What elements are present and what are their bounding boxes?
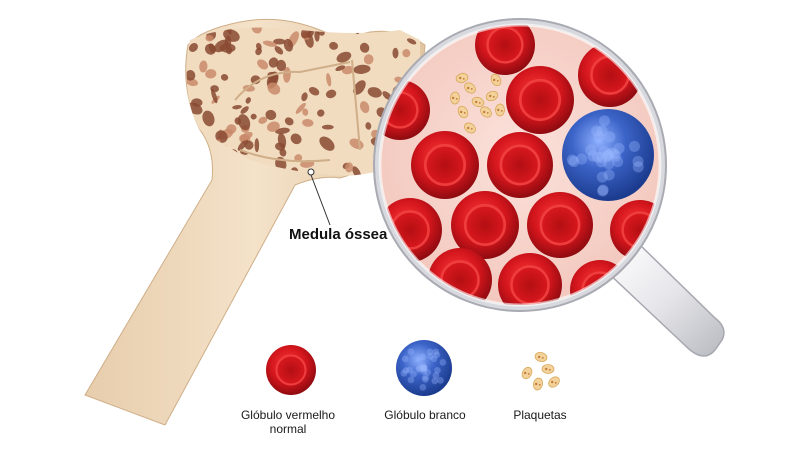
lens-platelet <box>495 103 505 117</box>
legend-platelet-shape <box>532 377 544 391</box>
magnifier-handle <box>603 244 725 357</box>
lens-red-blood-cell <box>411 131 479 199</box>
lens-red-blood-cell <box>451 191 519 259</box>
lens-platelet <box>457 105 469 119</box>
lens-red-blood-cell <box>506 66 574 134</box>
lens-red-blood-cell <box>475 25 535 75</box>
legend-red-line1: Glóbulo vermelho <box>240 408 336 422</box>
legend-red-blood-cell-shape <box>266 345 316 395</box>
lens-platelet <box>480 106 492 118</box>
legend-platelet-shape <box>548 376 560 388</box>
lens-white-blood-cell <box>562 109 654 201</box>
lens-red-blood-cell <box>487 132 553 198</box>
legend-platelet-shape <box>534 352 548 362</box>
lens-platelet <box>464 122 476 134</box>
legend-platelet-shape <box>541 364 555 374</box>
legend-white-blood-cell-icon <box>396 340 452 396</box>
legend-platelet-shape <box>521 366 533 380</box>
lens-platelet <box>455 72 469 84</box>
legend-red-line2: normal <box>269 422 307 436</box>
lens-red-blood-cell <box>498 253 562 305</box>
legend-red-blood-cell-icon <box>266 345 316 395</box>
legend-platelets-icon <box>521 352 560 391</box>
lens-red-blood-cell <box>527 192 593 258</box>
lens-platelet <box>450 91 460 105</box>
legend-red-blood-cell-label: Glóbulo vermelho normal <box>228 408 348 436</box>
bone-illustration <box>84 18 426 426</box>
lens-platelet <box>485 90 499 102</box>
lens-platelet <box>471 96 485 108</box>
legend-platelets-label: Plaquetas <box>513 408 567 422</box>
magnifier-lens <box>373 18 667 312</box>
callout-pointer <box>307 168 331 226</box>
lens-platelet <box>490 73 502 87</box>
legend-white-blood-cell-shape <box>396 340 452 396</box>
legend-white-blood-cell-label: Glóbulo branco <box>384 408 466 422</box>
bone-marrow-label: Medula óssea <box>289 226 388 243</box>
lens-platelet <box>464 82 476 94</box>
